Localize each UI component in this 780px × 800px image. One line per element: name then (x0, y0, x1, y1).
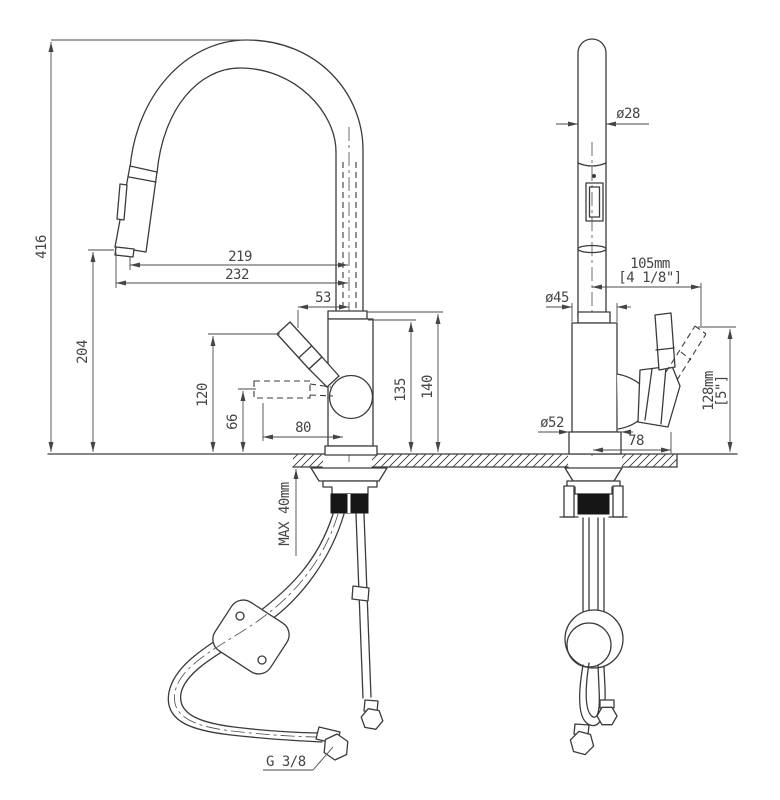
dim-66-label: 66 (225, 414, 241, 430)
handle-front (276, 321, 340, 388)
mounting-side (559, 467, 628, 518)
faucet-body-side (571, 322, 618, 433)
dim-reach: 105mm [4 1/8"] (592, 256, 702, 326)
dim-base-diameter-label: ø52 (540, 415, 564, 431)
dim-max-counter: MAX 40mm (277, 469, 299, 556)
front-view (114, 39, 388, 761)
dim-spray-diameter-label: ø28 (616, 106, 640, 122)
dim-232: 232 (115, 252, 348, 288)
dim-handle-clearance: 128mm [5"] (698, 326, 736, 452)
dim-78-label: 78 (628, 433, 644, 449)
countertop (47, 453, 738, 468)
dim-body-diameter: ø45 (545, 290, 631, 322)
aerator (114, 246, 135, 258)
dim-140-label: 140 (420, 375, 436, 399)
wand-button (585, 182, 604, 222)
base-front (324, 445, 378, 456)
dim-135-label: 135 (393, 378, 409, 402)
installation-notes: MAX 40mm G 3/8 (263, 469, 334, 771)
hose-nut-2 (360, 708, 384, 730)
hose-weight (212, 599, 290, 675)
thread-callout: G 3/8 (263, 746, 334, 771)
ball-joint (328, 374, 374, 420)
dim-body-diameter-label: ø45 (545, 290, 569, 306)
dim-204: 204 (75, 249, 114, 452)
dim-handle-mm-label: 128mm (701, 371, 717, 411)
dimensions-side: ø28 105mm [4 1/8"] ø45 ø52 78 (538, 106, 736, 453)
dim-handle-in-label: [5"] (714, 375, 730, 407)
handle-front-alt (253, 380, 334, 399)
dim-80-label: 80 (295, 420, 311, 436)
dim-66: 66 (225, 388, 256, 452)
handle-side (654, 312, 676, 371)
dim-219-label: 219 (228, 249, 252, 265)
handle-side-alt (665, 325, 707, 381)
dim-53: 53 (297, 290, 349, 328)
dim-120-label: 120 (195, 383, 211, 407)
hose-nut-side-right (596, 706, 618, 726)
hose-nut-g38 (323, 733, 349, 761)
hose-nut-side-left (569, 730, 595, 756)
spray-button (116, 183, 128, 221)
mount-bolt-left (563, 485, 575, 518)
dim-spray-diameter: ø28 (556, 106, 649, 127)
dim-140: 140 (367, 311, 443, 452)
dim-416-label: 416 (34, 235, 50, 259)
hoses-front (167, 513, 384, 761)
side-view (559, 38, 707, 756)
mounting-front (310, 467, 388, 514)
dim-232-label: 232 (225, 267, 249, 283)
thread-label: G 3/8 (266, 754, 306, 770)
base-side (568, 431, 622, 455)
mount-bolt-right (612, 485, 624, 518)
dim-78: 78 (593, 432, 672, 453)
dim-base-diameter: ø52 (538, 415, 633, 435)
hoses-side (569, 662, 618, 756)
dim-120: 120 (195, 333, 280, 452)
hose-weight-side (564, 609, 624, 669)
dim-219: 219 (129, 249, 348, 270)
dim-204-label: 204 (75, 340, 91, 364)
spout-inner (156, 67, 337, 312)
dim-reach-in-label: [4 1/8"] (618, 270, 681, 286)
dim-80: 80 (262, 403, 343, 441)
dim-max-counter-label: MAX 40mm (277, 482, 293, 546)
handle-mount-side (637, 365, 681, 428)
dim-416: 416 (34, 39, 250, 452)
dim-135: 135 (368, 319, 416, 452)
dimensions-front: 416 204 219 232 53 120 (34, 39, 443, 452)
dim-53-label: 53 (315, 290, 331, 306)
dim-reach-mm-label: 105mm (630, 256, 670, 272)
tubes-side (582, 517, 605, 612)
spray-head (114, 165, 158, 258)
